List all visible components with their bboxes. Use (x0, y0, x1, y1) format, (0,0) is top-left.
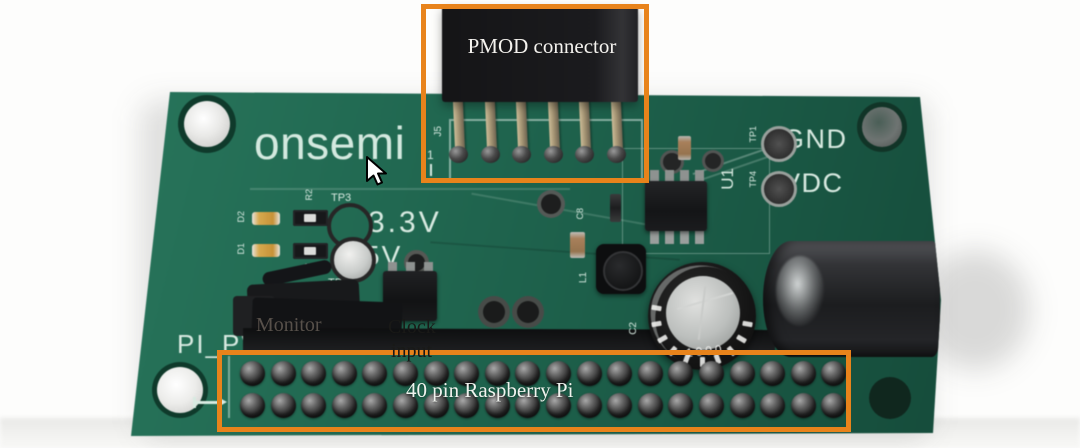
solder-pad (478, 296, 510, 328)
header-pin (484, 361, 510, 386)
smd-resistor (610, 194, 621, 222)
header-pin (454, 361, 480, 386)
pmod-pin-solder (543, 146, 563, 163)
pmod-pin1-marker: 1 (427, 148, 434, 162)
pin1-arrow-line (196, 401, 220, 404)
clock-label-line2: input (391, 340, 433, 362)
led-d2 (252, 212, 280, 225)
header40-annotation-box (217, 350, 851, 432)
u1-ic-pins-bottom (650, 228, 704, 244)
mount-hole-top-left (184, 101, 230, 147)
solder-pad (512, 296, 544, 328)
pmod-connector-label: PMOD connector (467, 34, 617, 58)
header-pin (393, 361, 418, 386)
v33-label: 3.3V (368, 206, 442, 239)
header-pin (576, 361, 602, 386)
header-pin (240, 393, 265, 418)
header-pin (423, 393, 449, 418)
smd-cap-c8 (570, 232, 585, 258)
header-pin (699, 393, 724, 418)
header-pin (301, 361, 327, 386)
tp3-label: TP3 (331, 192, 352, 204)
cursor-icon (366, 156, 387, 186)
header-pin (821, 361, 847, 386)
header-pin (637, 393, 663, 418)
header-pin (607, 393, 633, 418)
header-pin (760, 393, 786, 418)
resistor-r3-cap (304, 247, 316, 255)
smd-cap-c1 (678, 136, 691, 160)
header-pin (240, 361, 265, 386)
header-pin (790, 393, 816, 418)
pmod-pin-solder (575, 146, 595, 163)
clock-label-line1: Clock (388, 316, 436, 338)
pmod-pin-solder (480, 146, 500, 163)
header-pin (515, 361, 541, 386)
barrel-jack-highlight (776, 256, 824, 326)
header-pin (270, 393, 296, 418)
header-pin (331, 361, 357, 386)
solder-pad (702, 150, 724, 172)
pmod-pin-solder (607, 146, 626, 163)
header-pin (393, 393, 418, 418)
pmod-annotation-box (421, 4, 649, 183)
resistor-r2-cap (304, 214, 316, 222)
header-pin (331, 393, 357, 418)
monitor-label: Monitor (256, 314, 322, 336)
header-pin (607, 361, 633, 386)
header-pin (546, 361, 571, 386)
u1-ic-pins-top (650, 170, 704, 184)
onsemi-logo: onsemi (254, 117, 406, 169)
led-d1 (252, 244, 280, 257)
pmod-connector-body (442, 6, 638, 102)
pin1-arrow-bar (193, 397, 196, 408)
header-pin (668, 361, 694, 386)
inductor-l1-core (603, 251, 643, 291)
u1-ic-body (645, 181, 707, 231)
header-pin (729, 393, 755, 418)
header-pin (423, 361, 449, 386)
header-pin (301, 393, 327, 418)
header-pin (454, 393, 480, 418)
solder-pad (537, 190, 565, 218)
header-pin (576, 393, 602, 418)
pin1-arrow-head (218, 397, 227, 407)
silk-line (228, 356, 230, 418)
trace-line (250, 188, 570, 190)
header-pin (790, 361, 816, 386)
header-pin (362, 393, 388, 418)
header-pin (546, 393, 571, 418)
header-pin (729, 361, 755, 386)
header-pin (760, 361, 786, 386)
header-pin (270, 361, 296, 386)
testpoint-tp1 (761, 126, 797, 162)
header-pin (515, 393, 541, 418)
testpoint-tp4 (761, 171, 797, 207)
pmod-pin1-line (430, 164, 432, 176)
mount-hole-ring (869, 377, 911, 419)
header-pin (821, 393, 847, 418)
mount-hole-top-right (862, 107, 902, 147)
pmod-pin-solder (449, 146, 468, 163)
header40-label: 40 pin Raspberry Pi (406, 378, 574, 402)
header-pin (637, 361, 663, 386)
header-pin (362, 361, 388, 386)
header-pin (668, 393, 694, 418)
header-pin (484, 393, 510, 418)
pmod-pin-solder (512, 146, 532, 163)
header-pin (699, 361, 724, 386)
